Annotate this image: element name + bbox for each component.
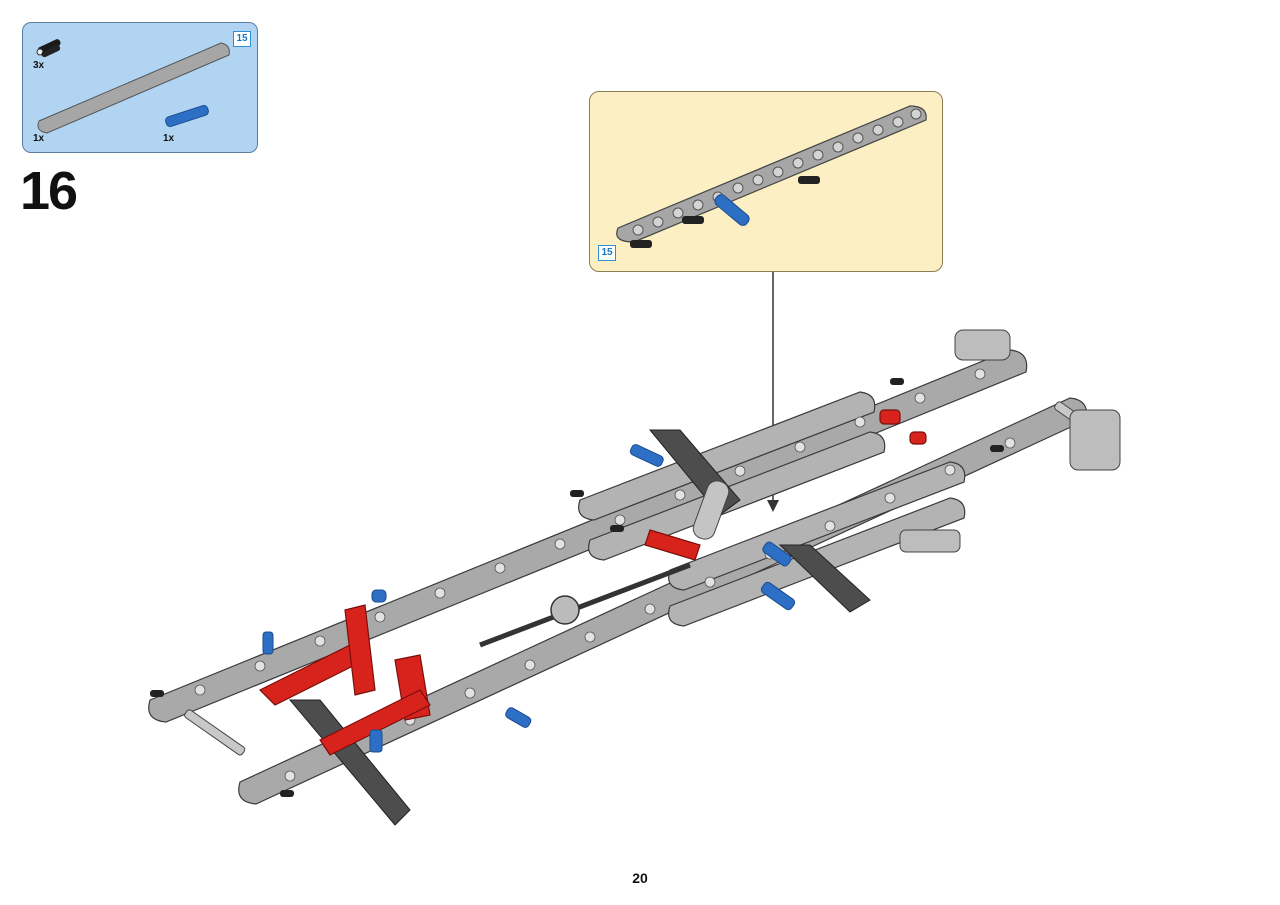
callout-arrowhead	[767, 500, 779, 512]
page-number: 20	[632, 870, 648, 886]
end-connectors	[899, 329, 1121, 553]
beam-quantity: 1x	[33, 133, 45, 144]
long-axle	[479, 562, 691, 648]
chassis-beams	[148, 349, 1088, 805]
callout-illustration	[616, 105, 927, 248]
gear-icon	[550, 595, 580, 625]
black-pin-icon	[36, 39, 61, 58]
pin-quantity: 3x	[33, 60, 45, 71]
step-number: 16	[20, 161, 78, 221]
blue-pins	[262, 444, 796, 753]
blue-pin-quantity: 1x	[163, 133, 175, 144]
black-pins	[150, 378, 1004, 797]
beam-length-badge: 15	[233, 31, 251, 47]
black-pin-icon	[630, 240, 652, 248]
callout-length-badge: 15	[598, 245, 616, 261]
light-connector	[692, 480, 730, 540]
parts-list-box: 15 3x 1x 1x	[22, 22, 258, 153]
beam-15-icon	[37, 42, 230, 134]
blue-pin-icon	[165, 104, 209, 128]
red-frame-parts	[258, 409, 927, 756]
black-pin-icon	[798, 176, 820, 184]
black-pin-icon	[682, 216, 704, 224]
sub-assembly-callout: 15	[589, 91, 943, 272]
blue-pin-icon	[714, 194, 750, 226]
parts-illustration	[36, 39, 230, 134]
